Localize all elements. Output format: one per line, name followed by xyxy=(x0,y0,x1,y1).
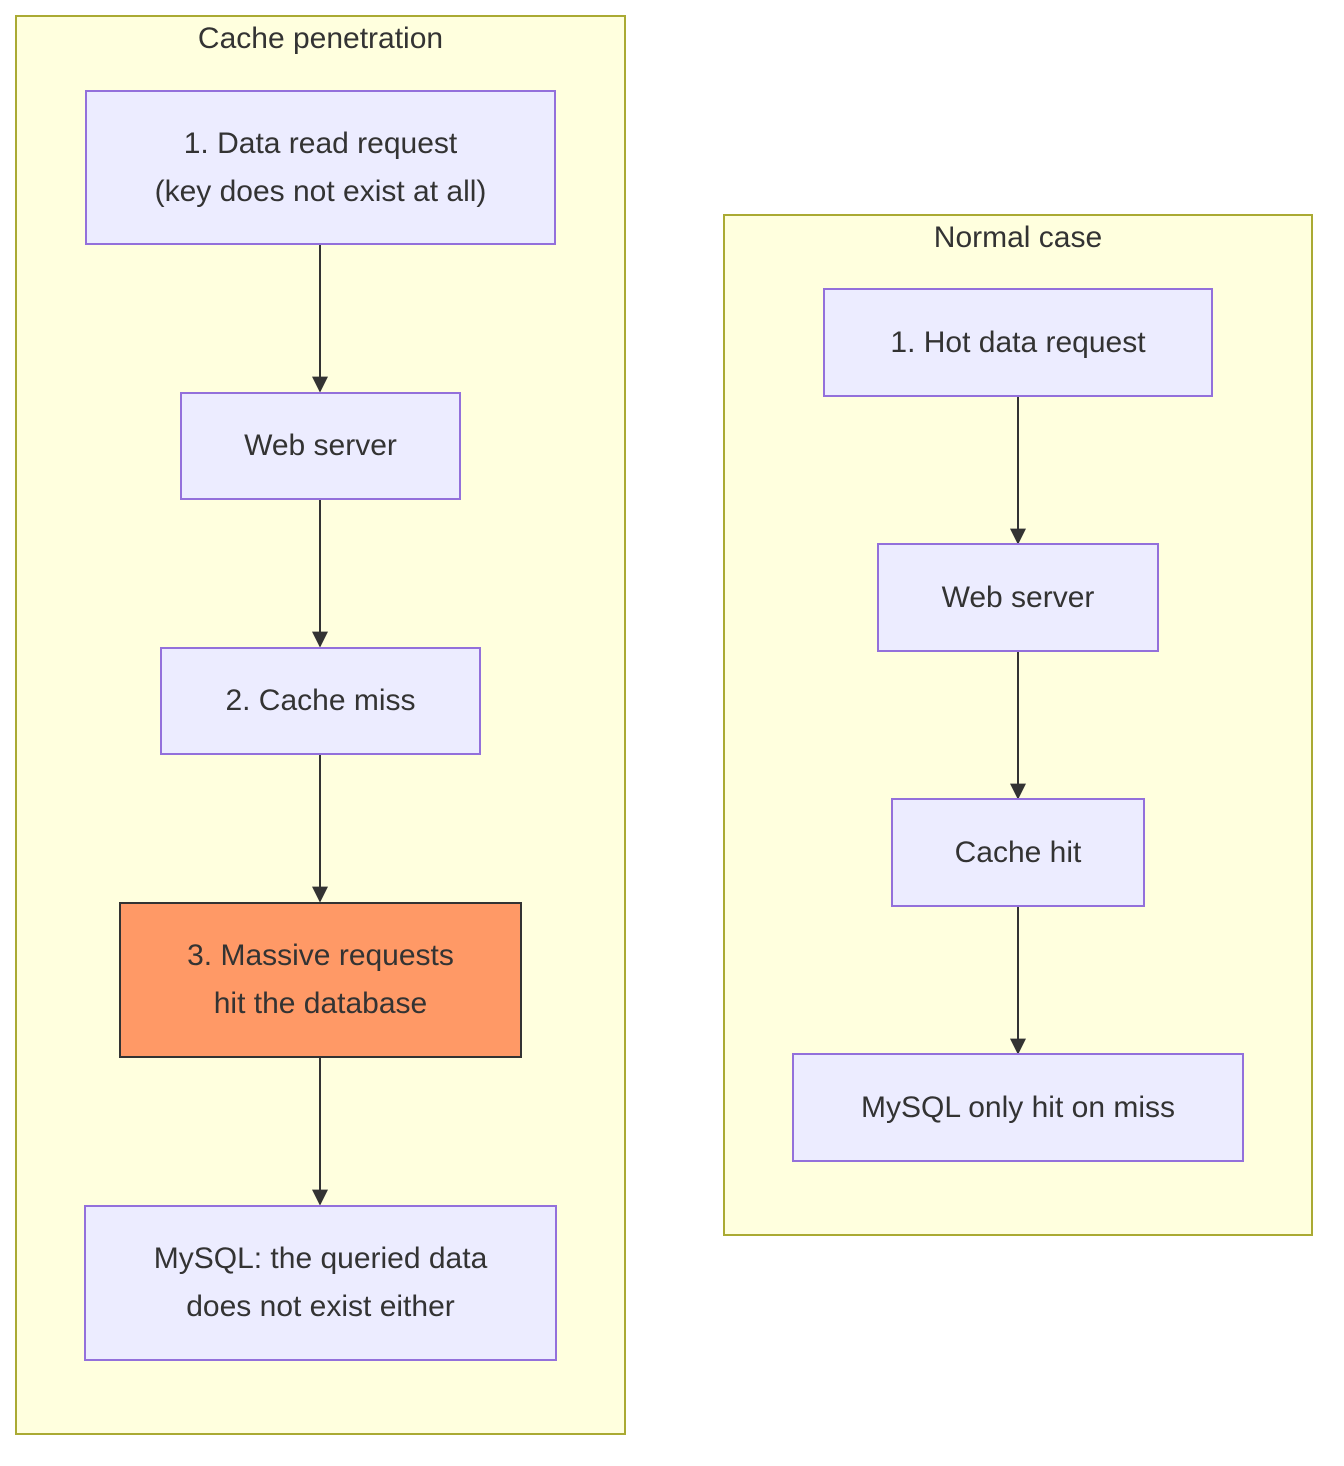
node-mysql-only-hit-on-miss: MySQL only hit on miss xyxy=(792,1053,1244,1162)
node-cache-hit: Cache hit xyxy=(891,798,1145,907)
node-label-line: 1. Hot data request xyxy=(890,325,1146,359)
node-label-line: hit the database xyxy=(213,987,428,1020)
node-label-line: 3. Massive requests xyxy=(187,939,454,972)
node-data-read-request: 1. Data read request (key does not exist… xyxy=(85,90,556,245)
node-hot-data-request: 1. Hot data request xyxy=(823,288,1213,397)
node-label-line: Web server xyxy=(244,429,397,462)
node-massive-requests: 3. Massive requests hit the database xyxy=(119,902,522,1058)
node-label-line: Cache hit xyxy=(954,835,1082,869)
node-label-line: MySQL: the queried data xyxy=(153,1242,488,1275)
node-label-line: 1. Data read request xyxy=(183,126,458,160)
node-label-line: MySQL only hit on miss xyxy=(861,1090,1175,1124)
node-label-line: Web server xyxy=(941,580,1095,614)
node-mysql-not-exist: MySQL: the queried data does not exist e… xyxy=(84,1205,557,1361)
node-label-line: does not exist either xyxy=(186,1290,455,1323)
node-label-line: (key does not exist at all) xyxy=(154,174,487,208)
node-cache-miss: 2. Cache miss xyxy=(160,647,481,755)
cluster-title: Cache penetration xyxy=(197,22,444,55)
node-label-line: 2. Cache miss xyxy=(225,684,416,717)
cluster-title: Normal case xyxy=(933,221,1103,254)
node-web-server-normal: Web server xyxy=(877,543,1159,652)
node-web-server-penetration: Web server xyxy=(180,392,461,500)
